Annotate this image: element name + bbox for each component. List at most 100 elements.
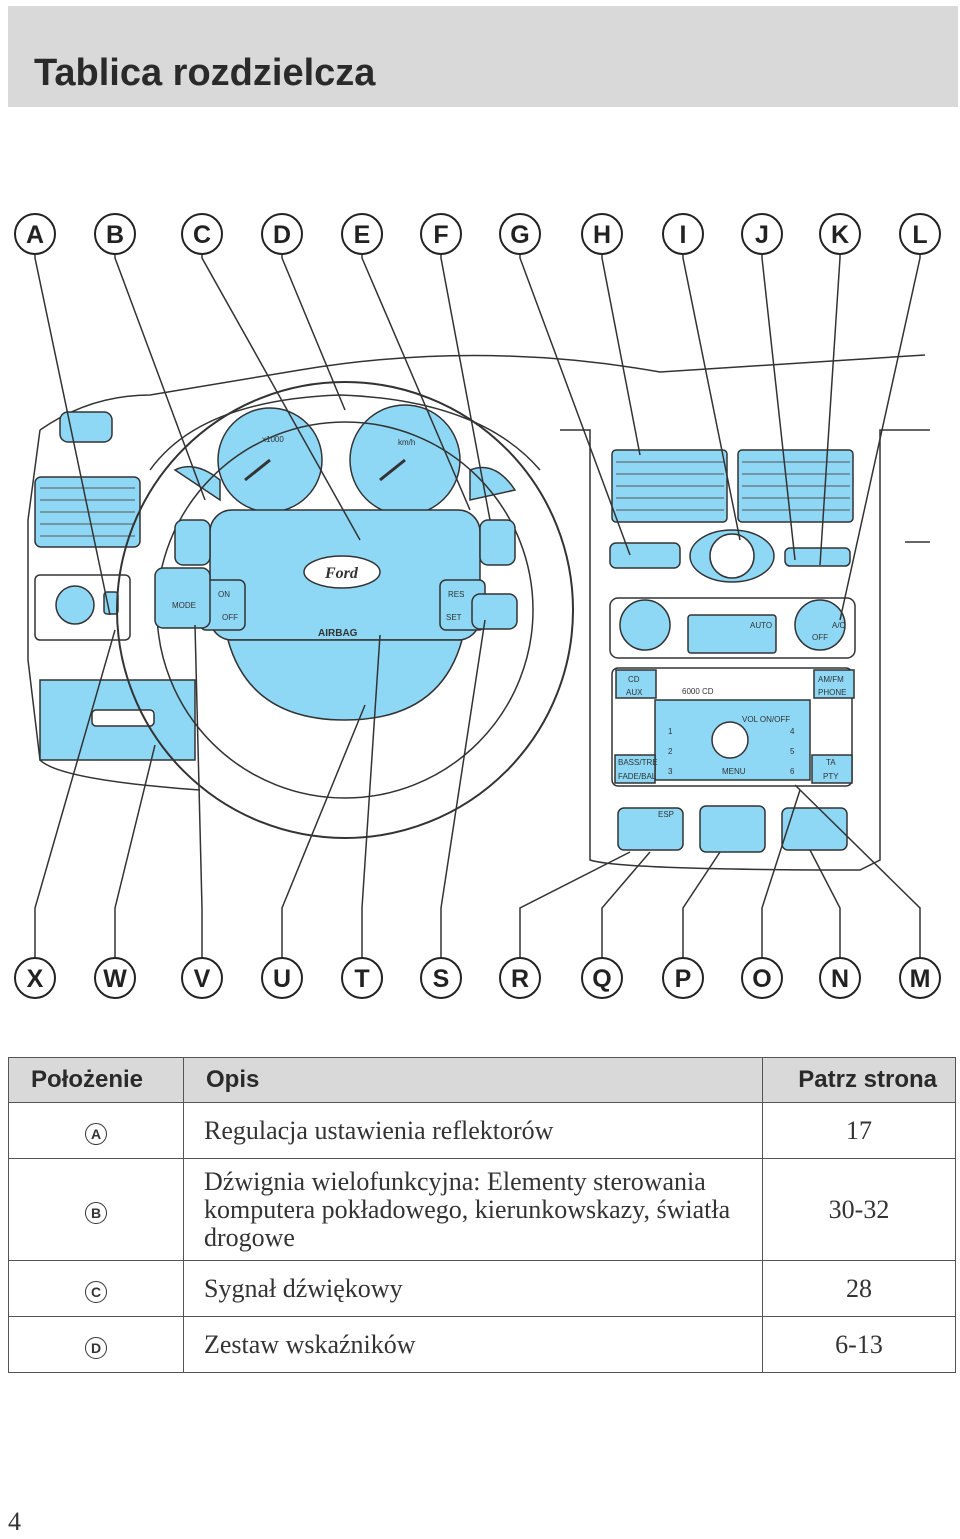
- callout-u: U: [261, 957, 303, 999]
- leader-line: [761, 254, 796, 561]
- callout-label: V: [194, 965, 211, 993]
- callout-circle: [14, 213, 56, 255]
- page-title: Tablica rozdzielcza: [34, 52, 376, 94]
- auto-text: AUTO: [750, 621, 772, 630]
- callout-f: F: [420, 213, 462, 255]
- preset-2: 2: [668, 747, 673, 756]
- callout-circle: [581, 957, 623, 999]
- callout-e: E: [341, 213, 383, 255]
- pty-text: PTY: [823, 772, 839, 781]
- col-header-description: Opis: [183, 1057, 763, 1103]
- callout-circle: [341, 957, 383, 999]
- ta-text: TA: [826, 758, 836, 767]
- leader-line: [361, 634, 381, 958]
- callout-l: L: [899, 213, 941, 255]
- callout-circle: [94, 957, 136, 999]
- callout-label: H: [593, 221, 611, 249]
- callout-circle: [261, 213, 303, 255]
- speed-unit: km/h: [398, 438, 415, 447]
- callout-circle: [899, 957, 941, 999]
- table-row: B Dźwignia wielofunkcyjna: Elementy ster…: [8, 1158, 956, 1261]
- leader-line: [201, 254, 361, 541]
- callout-n: N: [819, 957, 861, 999]
- callout-label: Q: [592, 965, 611, 993]
- position-marker: B: [85, 1201, 107, 1224]
- airbag-text: AIRBAG: [318, 628, 358, 639]
- fade-text: FADE/BAL: [618, 772, 657, 781]
- menu-text: MENU: [722, 767, 746, 776]
- callout-d: D: [261, 213, 303, 255]
- row-description: Zestaw wskaźników: [183, 1316, 763, 1373]
- callout-m: M: [899, 957, 941, 999]
- callout-label: R: [511, 965, 529, 993]
- callout-circle: [341, 213, 383, 255]
- callout-label: W: [103, 965, 127, 993]
- callout-label: K: [831, 221, 849, 249]
- callout-label: G: [510, 221, 529, 249]
- preset-4: 4: [790, 727, 795, 736]
- leader-line: [839, 254, 921, 621]
- am-fm-text: AM/FM: [818, 675, 844, 684]
- callout-circle: [420, 957, 462, 999]
- leader-line: [34, 254, 111, 616]
- callout-circle: [741, 213, 783, 255]
- leader-line: [601, 851, 651, 958]
- tacho-unit: x1000: [262, 435, 284, 444]
- callout-label: F: [433, 221, 448, 249]
- cd-text: CD: [628, 675, 640, 684]
- callout-q: Q: [581, 957, 623, 999]
- preset-5: 5: [790, 747, 795, 756]
- row-description: Sygnał dźwiękowy: [183, 1260, 763, 1317]
- position-marker: D: [85, 1336, 107, 1359]
- callout-label: U: [273, 965, 291, 993]
- callout-circle: [181, 213, 223, 255]
- row-description: Regulacja ustawienia reflektorów: [183, 1102, 763, 1159]
- col-header-position: Położenie: [8, 1057, 184, 1103]
- preset-6: 6: [790, 767, 795, 776]
- callout-a: A: [14, 213, 56, 255]
- diagram-labels: x1000 km/h Ford AIRBAG ON OFF RES SET MO…: [172, 435, 846, 819]
- table-header-row: Położenie Opis Patrz strona: [8, 1057, 956, 1103]
- callout-circle: [499, 213, 541, 255]
- callout-circle: [499, 957, 541, 999]
- leader-line: [114, 744, 156, 958]
- ford-logo-text: Ford: [324, 565, 359, 582]
- legend-table: Położenie Opis Patrz strona A Regulacja …: [8, 1057, 956, 1373]
- row-page: 6-13: [762, 1316, 956, 1373]
- leader-line: [519, 254, 631, 556]
- row-page: 28: [762, 1260, 956, 1317]
- callout-h: H: [581, 213, 623, 255]
- table-row: D Zestaw wskaźników 6-13: [8, 1316, 956, 1373]
- callout-label: B: [106, 221, 124, 249]
- esp-text: ESP: [658, 810, 674, 819]
- vol-text: VOL ON/OFF: [742, 715, 790, 724]
- callout-circle: [899, 213, 941, 255]
- callout-j: J: [741, 213, 783, 255]
- phone-text: PHONE: [818, 688, 846, 697]
- cruise-on-text: ON: [218, 590, 230, 599]
- callout-label: O: [752, 965, 771, 993]
- cruise-res-text: RES: [448, 590, 464, 599]
- bass-text: BASS/TRE: [618, 758, 658, 767]
- callout-label: J: [755, 221, 769, 249]
- dashboard-drawing: [27, 354, 930, 871]
- callout-label: S: [433, 965, 450, 993]
- callout-r: R: [499, 957, 541, 999]
- leader-lines: [34, 254, 921, 958]
- leader-line: [281, 254, 346, 411]
- callout-label: N: [831, 965, 849, 993]
- radio-model-text: 6000 CD: [682, 687, 714, 696]
- title-bar: [8, 6, 958, 107]
- callout-p: P: [662, 957, 704, 999]
- position-marker: A: [85, 1122, 107, 1145]
- table-row: C Sygnał dźwiękowy 28: [8, 1260, 956, 1317]
- leader-line: [601, 254, 641, 456]
- leader-line: [519, 851, 631, 958]
- leader-line: [34, 629, 116, 958]
- callout-label: E: [354, 221, 371, 249]
- callout-w: W: [94, 957, 136, 999]
- callout-circle: [181, 957, 223, 999]
